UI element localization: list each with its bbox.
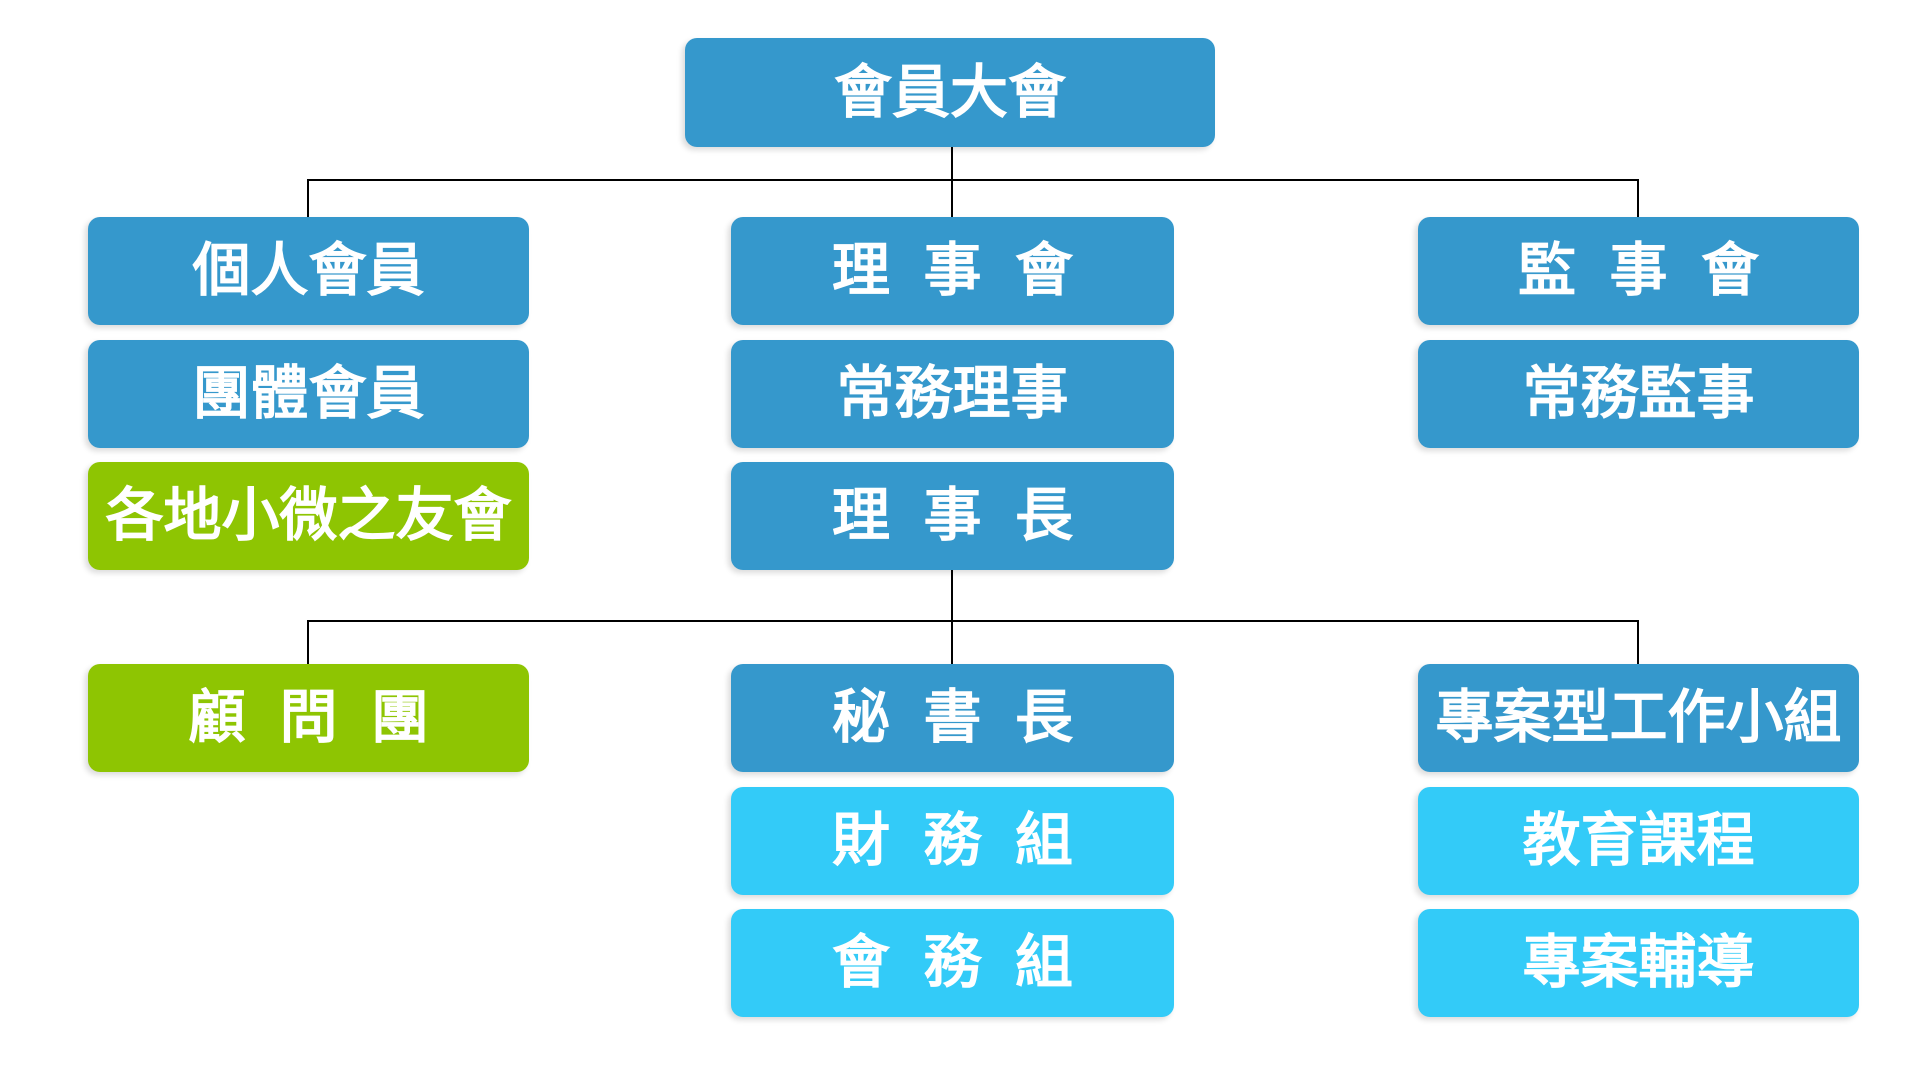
connector-upper-to-supervisors bbox=[1637, 179, 1639, 217]
connector-chairman-down bbox=[951, 570, 953, 664]
org-node-advisory-group: 顧 問 團 bbox=[88, 664, 529, 772]
org-node-project-mentoring: 專案輔導 bbox=[1418, 909, 1859, 1017]
org-node-board-of-directors: 理 事 會 bbox=[731, 217, 1174, 325]
connector-root-to-directors bbox=[951, 147, 953, 217]
org-node-individual-members: 個人會員 bbox=[88, 217, 529, 325]
org-node-standing-supervisors: 常務監事 bbox=[1418, 340, 1859, 448]
org-node-local-smb-friends-clubs: 各地小微之友會 bbox=[88, 462, 529, 570]
org-node-member-affairs-team: 會 務 組 bbox=[731, 909, 1174, 1017]
org-node-standing-directors: 常務理事 bbox=[731, 340, 1174, 448]
org-node-general-assembly: 會員大會 bbox=[685, 38, 1215, 147]
connector-upper-horizontal bbox=[307, 179, 1639, 181]
org-node-education-courses: 教育課程 bbox=[1418, 787, 1859, 895]
connector-lower-horizontal bbox=[307, 620, 1639, 622]
org-node-finance-team: 財 務 組 bbox=[731, 787, 1174, 895]
org-node-project-task-forces: 專案型工作小組 bbox=[1418, 664, 1859, 772]
org-node-chairman: 理 事 長 bbox=[731, 462, 1174, 570]
connector-lower-to-taskforce bbox=[1637, 620, 1639, 664]
connector-lower-to-advisory bbox=[307, 620, 309, 664]
org-node-board-of-supervisors: 監 事 會 bbox=[1418, 217, 1859, 325]
connector-upper-to-membership bbox=[307, 179, 309, 217]
org-node-group-members: 團體會員 bbox=[88, 340, 529, 448]
org-node-secretary-general: 秘 書 長 bbox=[731, 664, 1174, 772]
